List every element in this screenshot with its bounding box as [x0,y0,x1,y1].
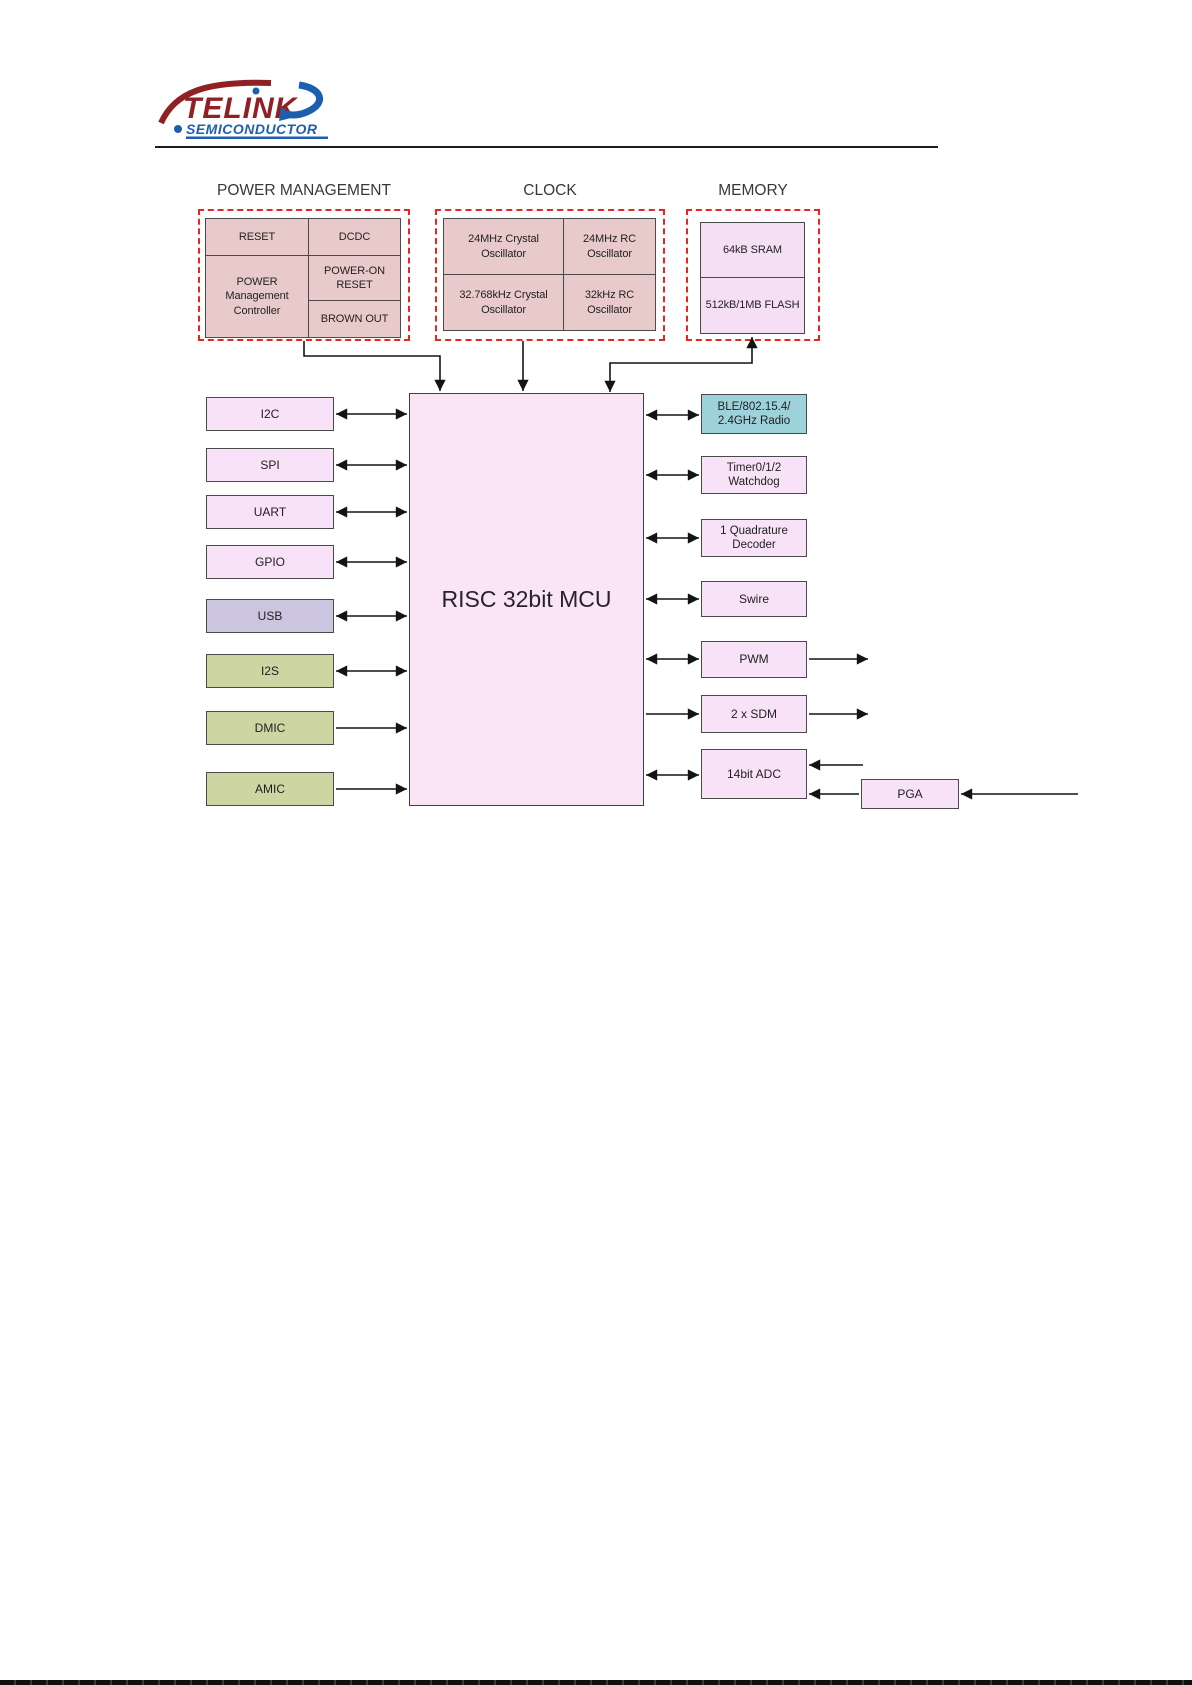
block-32768khz-crystal-oscillator: 32.768kHz Crystal Oscillator [444,275,563,330]
block-quadrature-decoder: 1 Quadrature Decoder [701,519,807,557]
logo-swoosh-arc [158,79,272,125]
section-title-power-management: POWER MANAGEMENT [217,182,391,199]
page-bottom-edge [0,1680,1192,1685]
block-usb: USB [206,599,334,633]
block-pga: PGA [861,779,959,809]
clock-table: 24MHz Crystal Oscillator 24MHz RC Oscill… [443,218,656,331]
power-management-group-border [198,209,410,341]
logo-brand-text: TELINK [183,92,299,125]
block-adc: 14bit ADC [701,749,807,799]
block-swire: Swire [701,581,807,617]
block-32khz-rc-oscillator: 32kHz RC Oscillator [564,275,655,330]
memory-table: 64kB SRAM 512kB/1MB FLASH [700,222,805,334]
clock-group-border [435,209,665,341]
section-title-memory: MEMORY [718,182,788,199]
block-flash: 512kB/1MB FLASH [701,278,804,333]
block-i2s: I2S [206,654,334,688]
block-dcdc: DCDC [309,219,400,255]
arrow-mcu-memory-bidirectional [604,337,758,392]
block-power-on-reset: POWER-ON RESET [309,256,400,300]
block-brown-out: BROWN OUT [309,301,400,337]
logo-bullet-dot [174,125,182,133]
block-mcu: RISC 32bit MCU [409,393,644,806]
block-uart: UART [206,495,334,529]
logo-underline [186,136,328,139]
block-spi: SPI [206,448,334,482]
block-amic: AMIC [206,772,334,806]
block-gpio: GPIO [206,545,334,579]
logo-blue-swirl [285,81,324,119]
logo-i-dot [252,87,260,95]
logo-blue-arrowhead [279,107,295,121]
block-sdm: 2 x SDM [701,695,807,733]
block-dmic: DMIC [206,711,334,745]
block-sram: 64kB SRAM [701,223,804,277]
arrow-power-to-mcu [303,341,446,391]
block-radio: BLE/802.15.4/ 2.4GHz Radio [701,394,807,434]
logo-subtitle-text: SEMICONDUCTOR [186,121,318,137]
block-24mhz-rc-oscillator: 24MHz RC Oscillator [564,219,655,274]
block-pwm: PWM [701,641,807,678]
telink-logo: TELINK SEMICONDUCTOR [158,79,328,139]
block-reset: RESET [206,219,308,255]
block-24mhz-crystal-oscillator: 24MHz Crystal Oscillator [444,219,563,274]
block-i2c: I2C [206,397,334,431]
block-timer-watchdog: Timer0/1/2 Watchdog [701,456,807,494]
power-management-table: RESET DCDC POWER-ON RESET POWER Manageme… [205,218,401,338]
section-title-clock: CLOCK [523,182,577,199]
block-power-management-controller: POWER Management Controller [206,256,308,337]
header-rule [155,146,938,148]
